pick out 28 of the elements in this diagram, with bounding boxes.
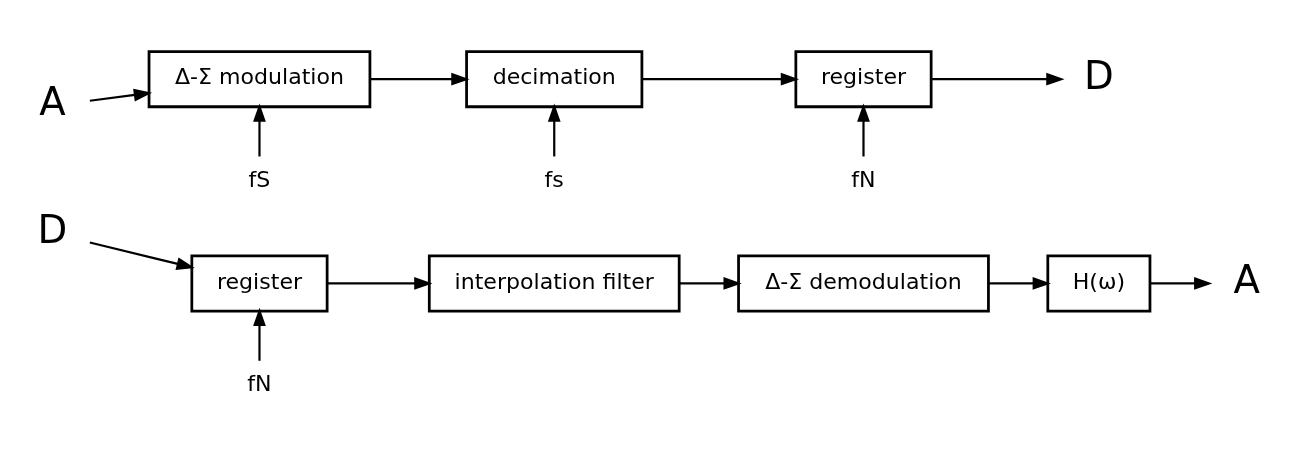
node-text: fN — [247, 370, 272, 396]
arrow — [547, 102, 561, 156]
node-box: H(ω) — [1046, 253, 1152, 312]
node-box: decimation — [465, 49, 644, 108]
arrow — [370, 72, 470, 86]
node-text: D — [37, 206, 68, 252]
node-box: Δ-Σ demodulation — [737, 253, 990, 312]
arrow — [857, 102, 870, 156]
arrow — [931, 72, 1065, 86]
node-text: fS — [248, 166, 271, 192]
arrow — [642, 72, 800, 86]
arrow — [1150, 276, 1213, 290]
arrow — [253, 102, 266, 156]
arrow — [988, 276, 1051, 290]
node-box: interpolation filter — [427, 253, 681, 312]
arrow — [327, 276, 433, 290]
node-text: A — [1233, 256, 1260, 302]
node-text: A — [39, 78, 66, 124]
arrow — [679, 276, 742, 290]
node-text: fs — [544, 166, 564, 192]
node-box: register — [190, 253, 329, 312]
arrow — [253, 307, 266, 361]
node-text: D — [1084, 52, 1114, 98]
node-text: fN — [851, 166, 876, 192]
arrow — [89, 240, 195, 270]
node-box: register — [794, 49, 933, 108]
node-box: Δ-Σ modulation — [147, 49, 372, 108]
arrow — [89, 88, 153, 102]
